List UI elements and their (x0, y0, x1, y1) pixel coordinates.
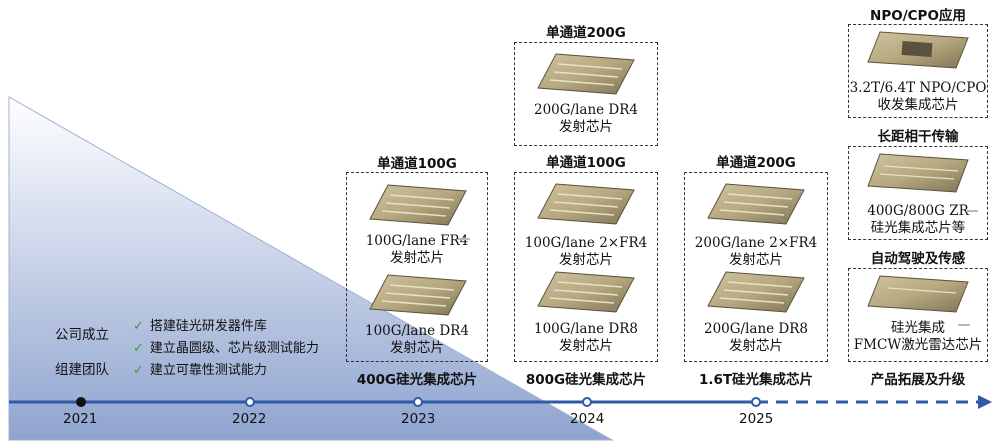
future-head-zr: 长距相干传输 (877, 129, 959, 145)
milestone-list: ✓搭建硅光研发器件库 ✓建立晶圆级、芯片级测试能力 ✓建立可靠性测试能力 (133, 316, 319, 382)
future-head-npo: NPO/CPO应用 (870, 8, 966, 24)
future-box-zr (848, 146, 988, 240)
chip-image (867, 31, 969, 69)
chip-image (707, 271, 805, 313)
timeline-arrow (978, 395, 992, 409)
future-box-npo (848, 24, 988, 118)
group-2024-top-header: 单通道200G (546, 25, 626, 41)
year-2023: 2023 (401, 411, 436, 427)
group-2024-footer: 800G硅光集成芯片 (525, 372, 647, 388)
group-2023-box (346, 172, 488, 362)
check-icon: ✓ (133, 341, 144, 356)
mark (966, 210, 978, 212)
check-icon: ✓ (133, 363, 144, 378)
chip-image (537, 271, 635, 313)
milestone-item: ✓搭建硅光研发器件库 (133, 319, 267, 334)
timeline-dot-2024 (582, 397, 592, 407)
future-box-lidar (848, 268, 988, 362)
year-2024: 2024 (570, 411, 605, 427)
mark (958, 324, 970, 326)
chip-image (369, 184, 467, 226)
chip-image (537, 53, 635, 95)
group-2024-top-box (514, 42, 658, 146)
timeline-dot-2025 (751, 397, 761, 407)
chip-image (867, 153, 969, 193)
chip-image (537, 183, 635, 225)
future-footer: 产品拓展及升级 (870, 372, 966, 388)
group-2024-box (514, 172, 658, 362)
timeline-dot-2022 (245, 397, 255, 407)
group-2023-footer: 400G硅光集成芯片 (356, 372, 478, 388)
group-2024-header: 单通道100G (546, 155, 626, 171)
founding-line1: 公司成立 (55, 327, 109, 343)
year-2021: 2021 (63, 411, 98, 427)
check-icon: ✓ (133, 319, 144, 334)
founding-line2: 组建团队 (55, 362, 109, 378)
chip-image (369, 274, 467, 316)
group-2023-header: 单通道100G (377, 156, 457, 172)
year-2022: 2022 (232, 411, 267, 427)
timeline-dot-2023 (413, 397, 423, 407)
chip-image (867, 275, 969, 313)
mark (458, 238, 470, 240)
timeline-dot-2021 (76, 397, 86, 407)
future-head-lidar: 自动驾驶及传感 (870, 251, 966, 267)
milestone-item: ✓建立晶圆级、芯片级测试能力 (133, 341, 319, 356)
chip-image (707, 183, 805, 225)
milestone-item: ✓建立可靠性测试能力 (133, 363, 267, 378)
group-2025-header: 单通道200G (716, 155, 796, 171)
year-2025: 2025 (739, 411, 774, 427)
group-2025-footer: 1.6T硅光集成芯片 (698, 372, 814, 388)
group-2025-box (684, 172, 828, 362)
